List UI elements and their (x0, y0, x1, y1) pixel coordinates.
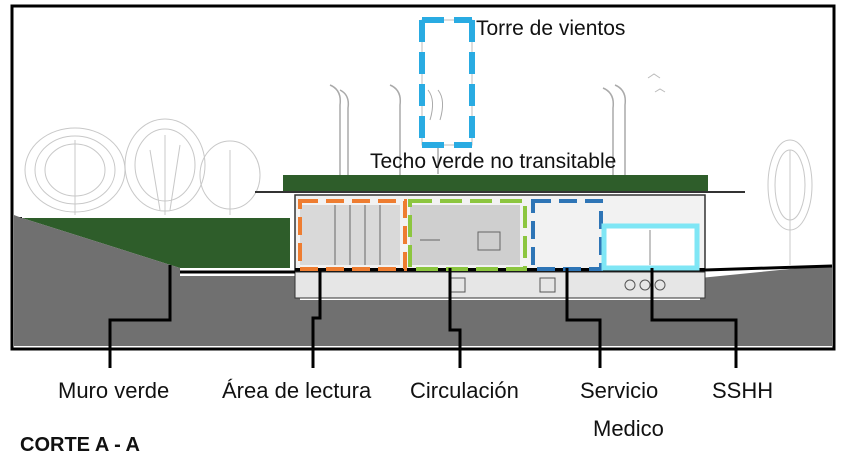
label-muro-verde: Muro verde (58, 378, 170, 403)
leader-lines (108, 265, 738, 368)
bird-sketch (647, 73, 666, 93)
label-area-de-lectura: Área de lectura (222, 378, 372, 403)
leader-circulacion (448, 268, 462, 368)
zone-area-de-lectura (298, 199, 407, 271)
background-tree-right (767, 139, 813, 265)
section-title: CORTE A - A (20, 434, 140, 456)
label-circulacion: Circulación (410, 378, 519, 403)
green-roof (283, 175, 708, 192)
label-torre-de-vientos: Torre de vientos (476, 17, 626, 40)
label-medico: Medico (593, 416, 664, 441)
zone-circulacion (408, 199, 527, 271)
ground-mass (14, 215, 832, 346)
label-servicio: Servicio (580, 378, 659, 403)
green-wall-berm (22, 218, 290, 268)
foundation (294, 271, 706, 299)
zone-sshh (601, 223, 700, 271)
leader-servicio-medico (565, 268, 602, 368)
wind-tower (419, 17, 475, 148)
background-trees-left (24, 118, 261, 215)
leader-sshh (650, 268, 738, 368)
leader-area-lectura (311, 268, 322, 368)
label-techo-verde: Techo verde no transitable (370, 150, 617, 173)
label-sshh: SSHH (712, 378, 774, 403)
building-section-drawing (10, 4, 836, 368)
leader-muro-verde (108, 265, 172, 368)
